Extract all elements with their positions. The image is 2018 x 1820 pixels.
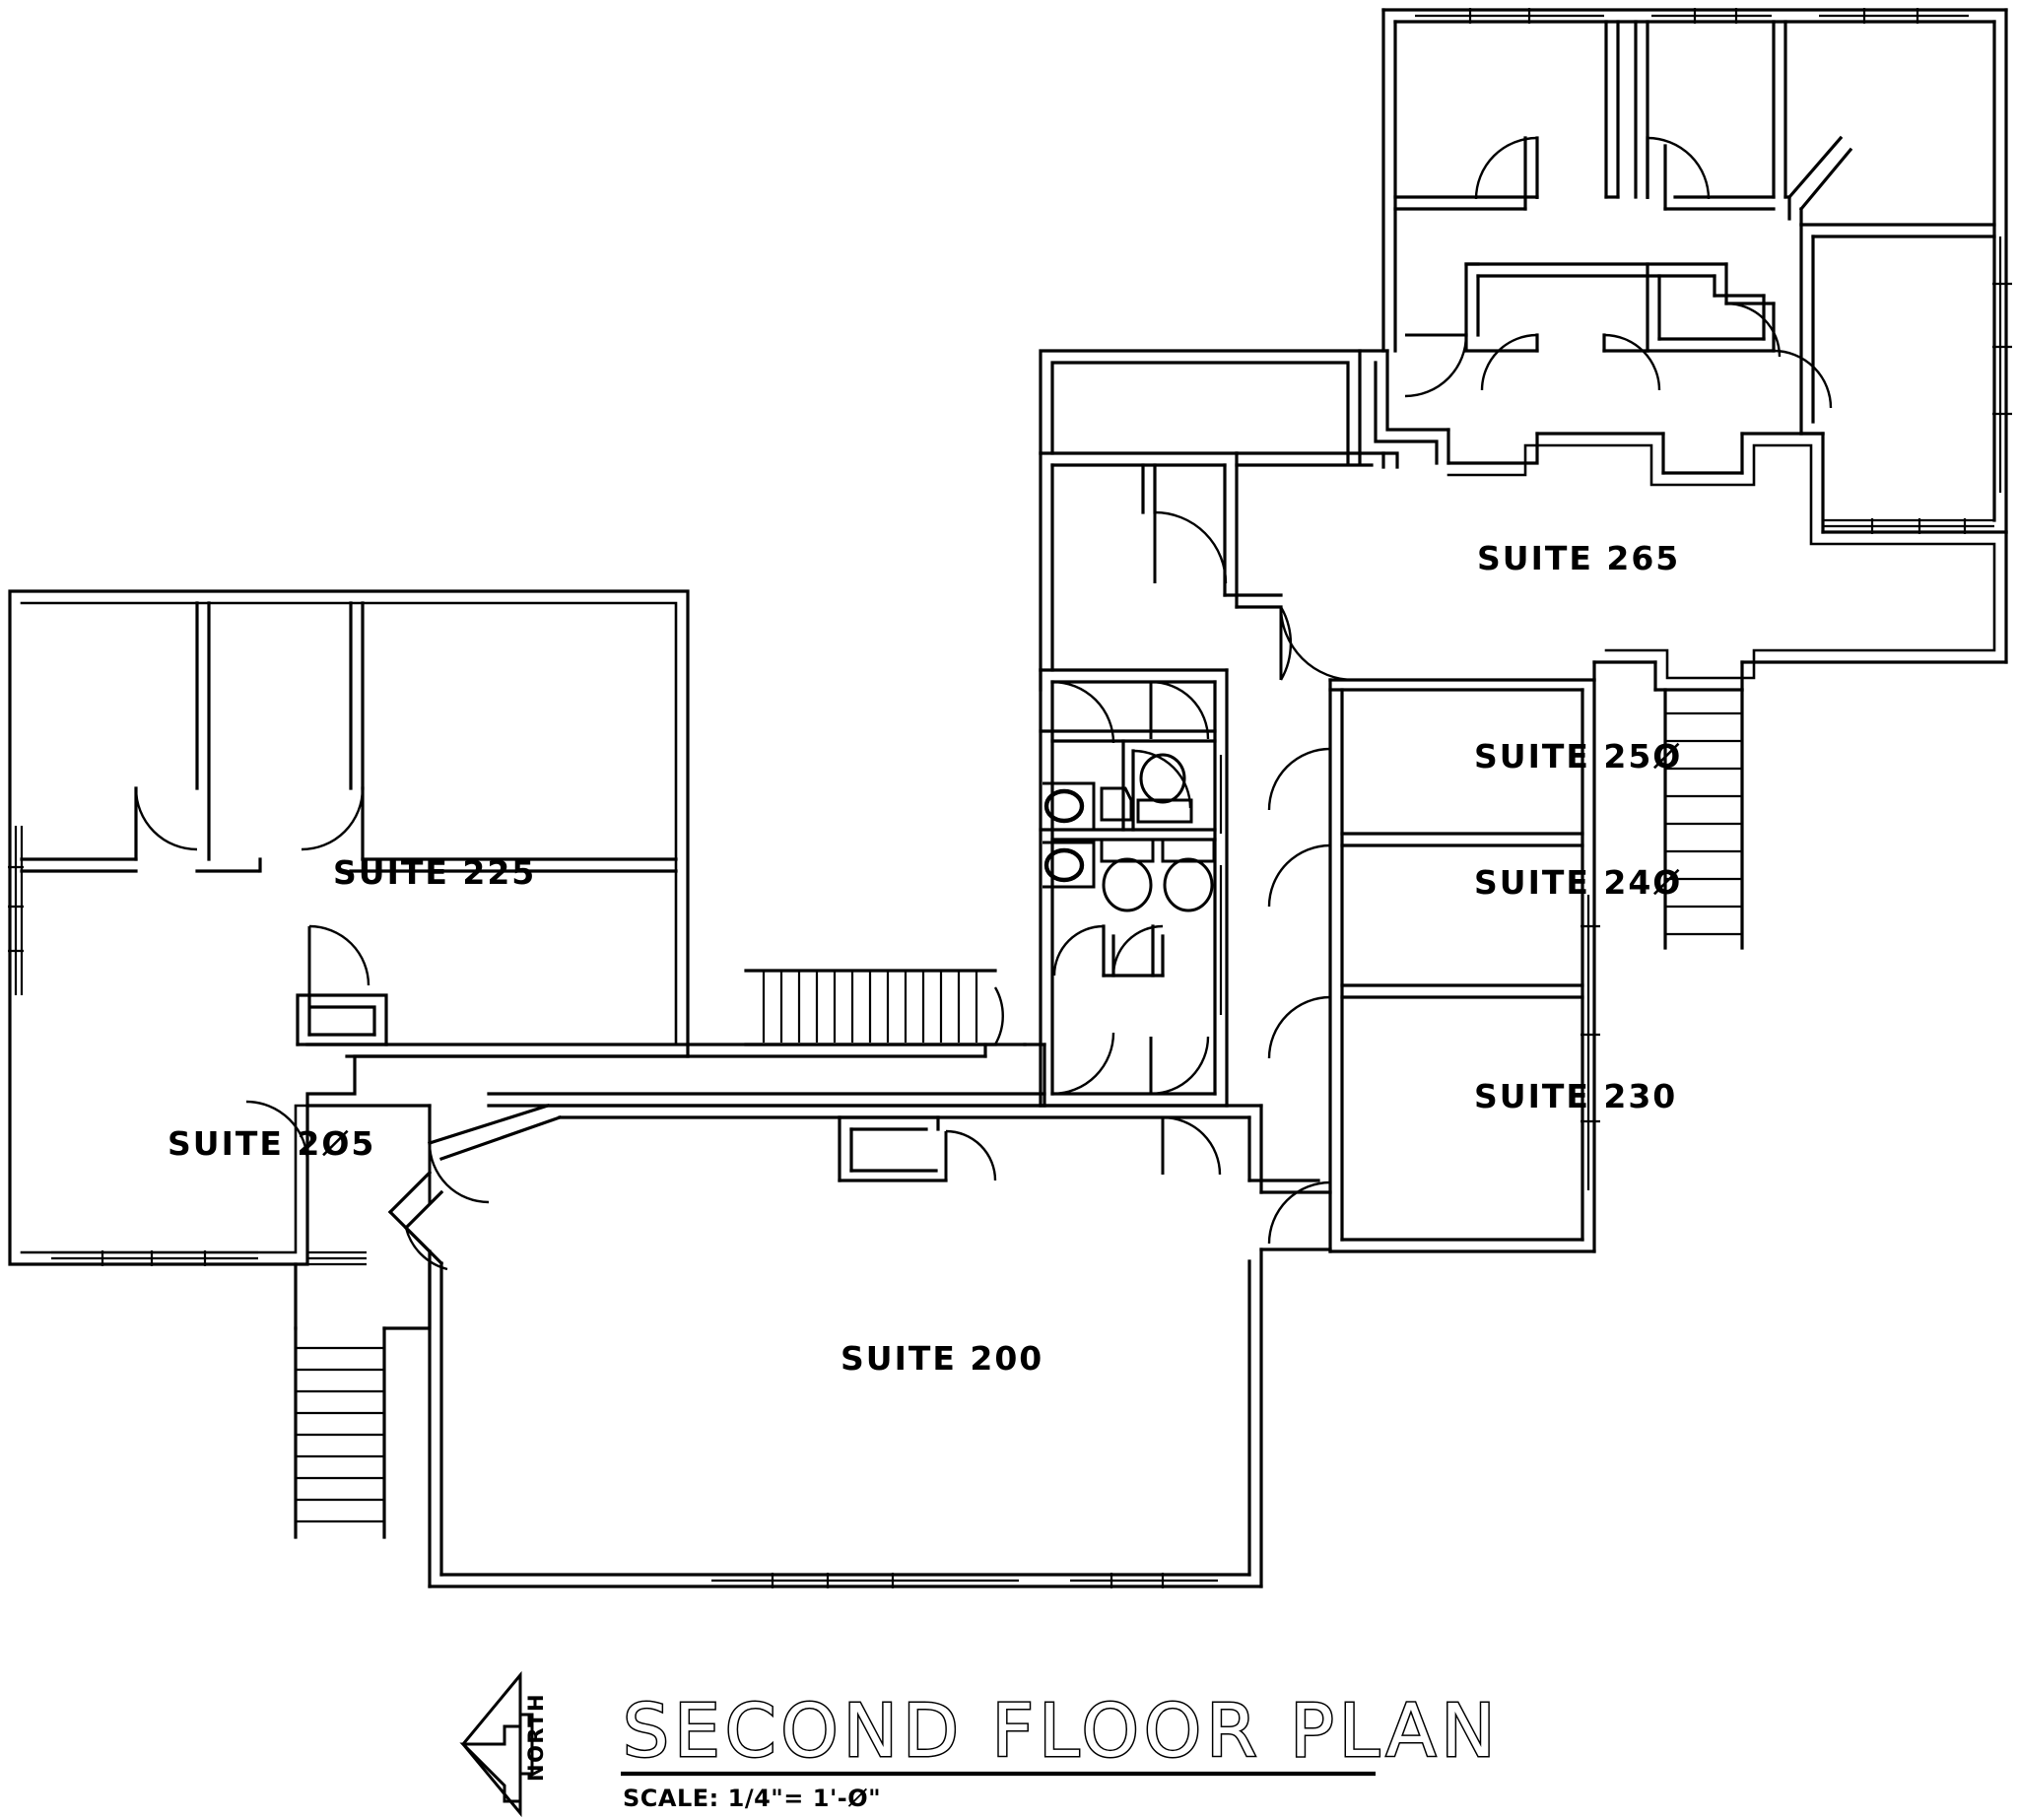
restroom-core <box>1039 668 1229 1108</box>
suite-label-265: SUITE 265 <box>1477 539 1680 577</box>
left-wing-walls <box>8 589 690 1266</box>
suite-label-205: SUITE 2Ø5 <box>168 1124 375 1163</box>
window-band-south-200 <box>711 1573 1218 1588</box>
suite-label-225: SUITE 225 <box>333 853 536 892</box>
scale-note: SCALE: 1/4"= 1'-Ø" <box>623 1785 881 1812</box>
plan-title: SECOND FLOOR PLAN <box>623 1689 1501 1774</box>
window-band-west-1 <box>8 826 24 995</box>
window-band-east <box>1992 236 2012 493</box>
stair-right <box>1663 688 1744 950</box>
upper-right-offices <box>1381 8 2012 534</box>
suite-label-230: SUITE 230 <box>1474 1077 1677 1115</box>
suite-label-250: SUITE 25Ø <box>1474 737 1682 775</box>
suite-200-walls <box>387 1103 1332 1588</box>
window-band-north <box>1415 8 1969 24</box>
north-label: NORTH <box>524 1693 548 1782</box>
stair-center <box>744 969 1004 1046</box>
suite-labels-group: SUITE 2Ø5 SUITE 225 SUITE 200 SUITE 230 … <box>168 539 1682 1378</box>
window-band-south-205 <box>51 1250 367 1266</box>
east-suites-column <box>1267 678 1600 1253</box>
lobby-walls <box>1039 451 1293 692</box>
north-arrow-icon <box>459 1670 534 1818</box>
suite-label-200: SUITE 200 <box>841 1339 1043 1378</box>
title-block: NORTH SECOND FLOOR PLAN SCALE: 1/4"= 1'-… <box>459 1670 1501 1818</box>
suite-label-240: SUITE 24Ø <box>1474 863 1682 902</box>
